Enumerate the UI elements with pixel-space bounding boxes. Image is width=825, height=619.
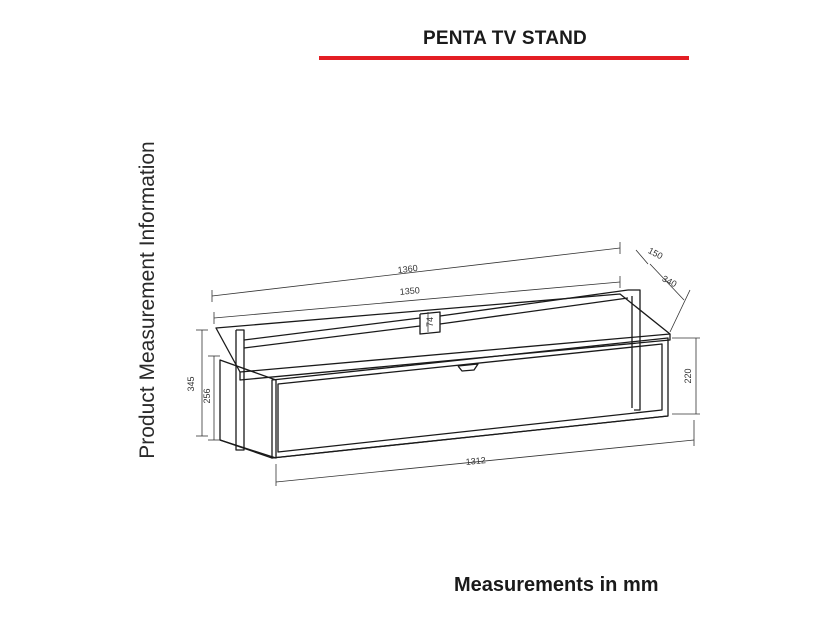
dim-line-depth-ext bbox=[669, 289, 691, 333]
top-frame-back-inner bbox=[243, 325, 421, 349]
body-bottom bbox=[219, 415, 669, 459]
dim-label-depth-overall: 340 bbox=[660, 273, 678, 289]
page-title: PENTA TV STAND bbox=[423, 28, 587, 49]
body-front bbox=[271, 337, 669, 459]
title-underline bbox=[319, 56, 689, 60]
top-frame-back-right-inner bbox=[439, 297, 629, 325]
dim-label-top-width: 1350 bbox=[399, 285, 420, 297]
dim-line-depth-overall bbox=[649, 263, 685, 301]
dim-label-front-height: 220 bbox=[683, 368, 693, 383]
dim-line-overall-width bbox=[211, 247, 621, 297]
dimension-labels: 1360 1350 150 340 74 345 256 220 1312 bbox=[186, 245, 693, 467]
top-frame-right-post bbox=[628, 289, 641, 411]
furniture-outline bbox=[215, 289, 671, 459]
dim-label-depth-top: 150 bbox=[646, 245, 664, 261]
dim-label-overall-width: 1360 bbox=[397, 263, 418, 275]
drawer-handle bbox=[457, 363, 479, 372]
top-frame-left-post bbox=[235, 329, 245, 451]
dim-line-top-width bbox=[213, 281, 621, 319]
dim-label-bottom-width: 1312 bbox=[465, 455, 486, 467]
top-slab bbox=[215, 293, 671, 373]
top-frame-back-right bbox=[439, 289, 629, 317]
dim-label-upper-gap: 74 bbox=[425, 317, 435, 327]
top-frame-back bbox=[243, 317, 421, 341]
dim-label-total-height: 345 bbox=[186, 376, 196, 391]
dimension-lines bbox=[196, 242, 700, 486]
dim-line-bottom-width bbox=[275, 439, 695, 483]
body-front-panel bbox=[277, 343, 663, 453]
units-note: Measurements in mm bbox=[454, 574, 659, 596]
dim-label-body-height: 256 bbox=[202, 388, 212, 403]
dim-line-depth-top bbox=[635, 249, 649, 265]
upper-bracket bbox=[419, 311, 441, 335]
